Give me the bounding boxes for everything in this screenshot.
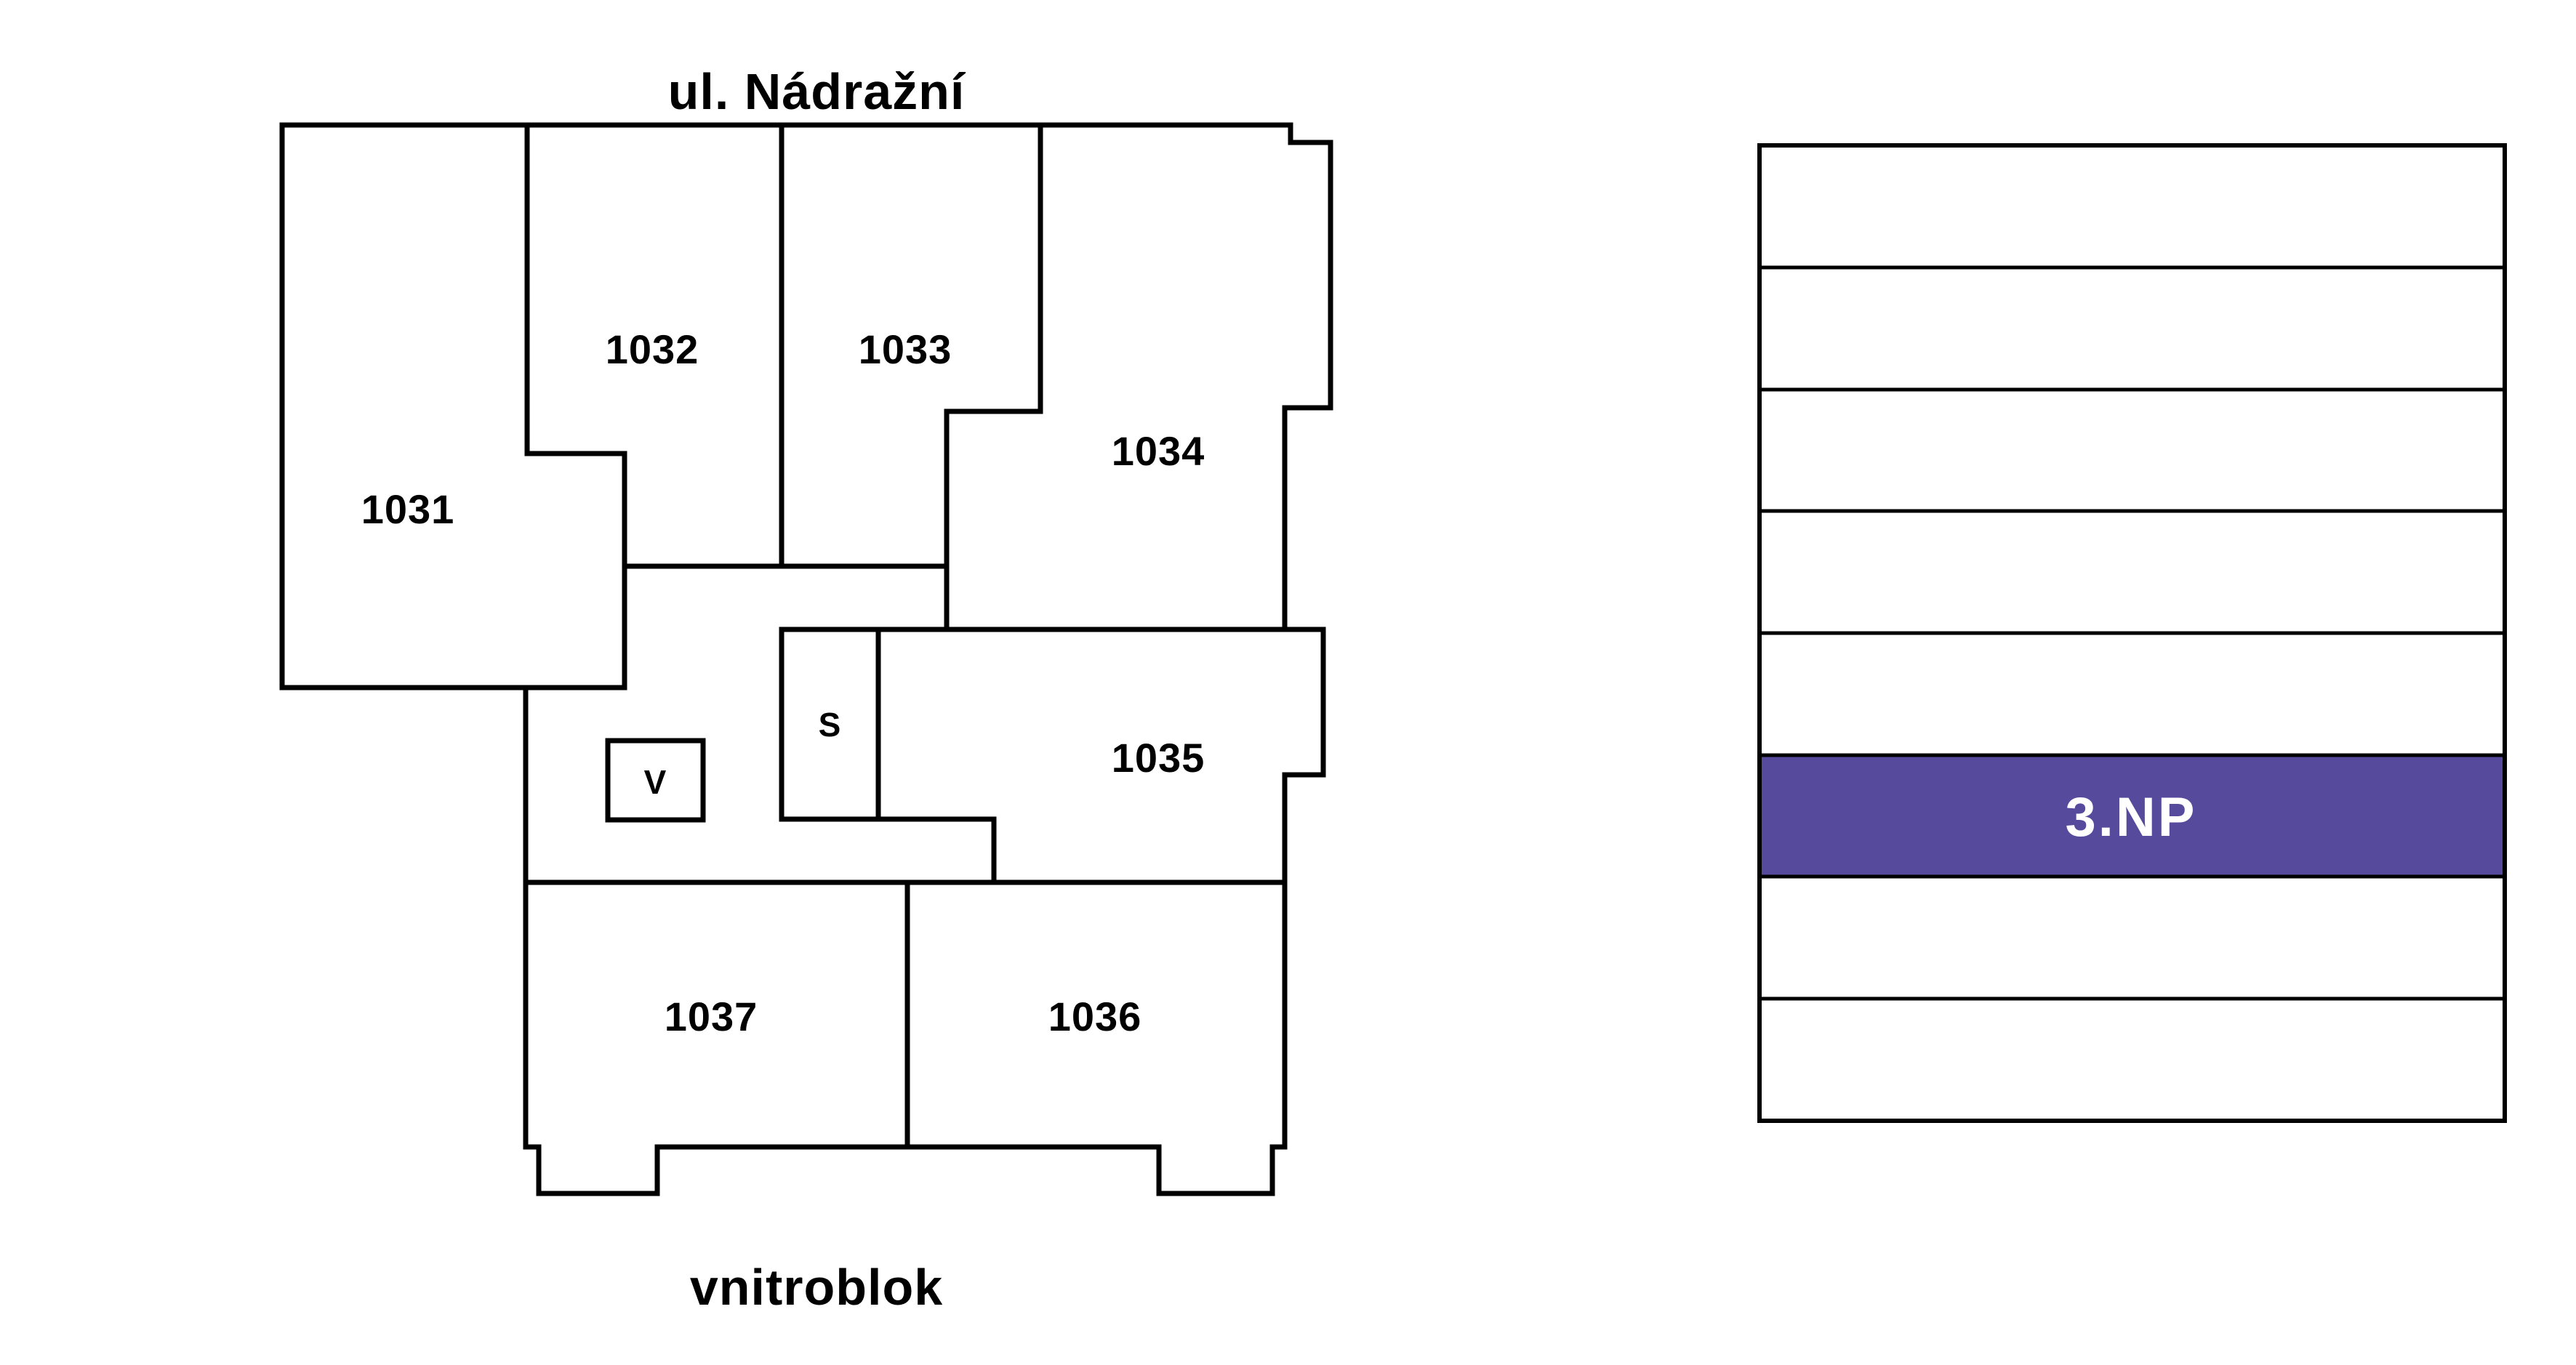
floor-selector: 3.NP: [1757, 143, 2507, 1123]
unit-1034-label: 1034: [1112, 428, 1205, 474]
unit-1037-label: 1037: [665, 994, 758, 1039]
street-label-top: ul. Nádražní: [668, 63, 966, 120]
unit-1035-label: 1035: [1112, 735, 1205, 781]
service-room-v-label: V: [644, 763, 667, 801]
unit-1031-label: 1031: [361, 486, 455, 532]
service-room-v-region: [605, 738, 706, 823]
selected-floor-label: 3.NP: [2066, 786, 2197, 848]
service-room-s-region: [779, 627, 881, 822]
unit-1032-label: 1032: [606, 326, 699, 372]
street-label-bottom: vnitroblok: [690, 1259, 943, 1316]
service-room-s-label: S: [819, 706, 841, 744]
unit-1037-region[interactable]: [523, 879, 910, 1196]
unit-1034-region[interactable]: [944, 122, 1333, 632]
unit-1033-label: 1033: [859, 326, 952, 372]
unit-1036-label: 1036: [1048, 994, 1142, 1039]
unit-1036-region[interactable]: [904, 879, 1288, 1196]
floorplan: 1031 1032 1033 1034 1035 1036 1037 S V u…: [279, 63, 1333, 1316]
unit-1035-region-highlighted[interactable]: [875, 627, 1326, 885]
